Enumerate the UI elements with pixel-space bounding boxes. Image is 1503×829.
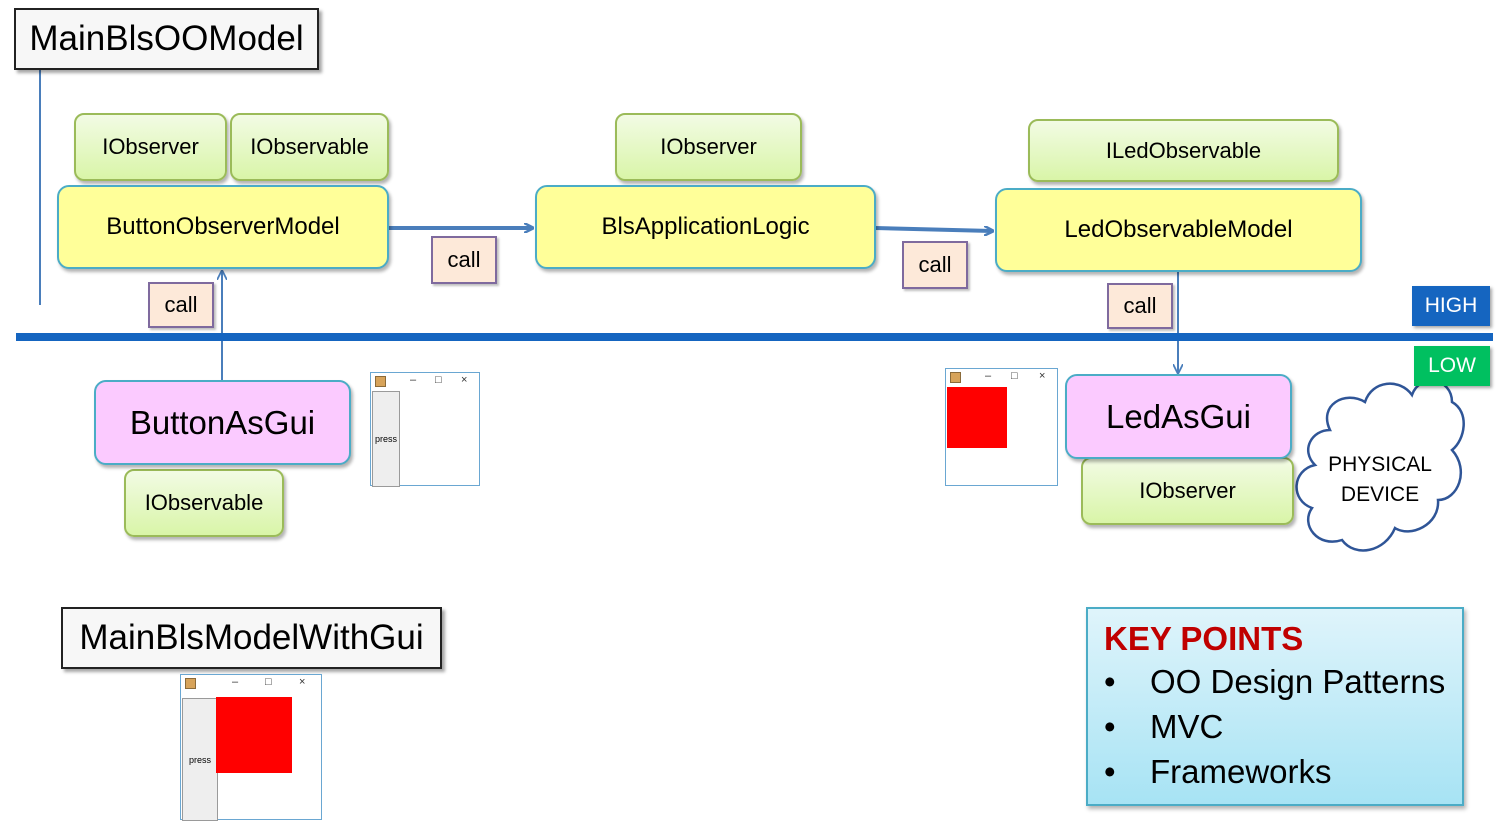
main-oo-model-title: MainBlsOOModel bbox=[14, 8, 319, 70]
gui-led-iobserver-interface: IObserver bbox=[1081, 457, 1294, 525]
java-icon bbox=[375, 376, 386, 387]
key-point-text: MVC bbox=[1150, 708, 1224, 745]
led-iledobservable-interface: ILedObservable bbox=[1028, 119, 1339, 182]
physical-device-line-2: DEVICE bbox=[1340, 483, 1420, 506]
button-iobservable-interface: IObservable bbox=[230, 113, 389, 181]
led-gui-window: – □ × bbox=[945, 368, 1058, 486]
button-gui-window: – □ × press bbox=[370, 372, 480, 487]
window-title-bar: – □ × bbox=[946, 369, 1057, 385]
low-level-badge: LOW bbox=[1414, 346, 1490, 386]
physical-device-line-1: PHYSICAL bbox=[1328, 453, 1432, 476]
minimize-icon[interactable]: – bbox=[985, 370, 992, 382]
minimize-icon[interactable]: – bbox=[410, 374, 417, 386]
led-indicator bbox=[947, 387, 1007, 448]
minimize-icon[interactable]: – bbox=[232, 676, 239, 688]
physical-device-cloud bbox=[1295, 379, 1465, 552]
high-level-badge: HIGH bbox=[1412, 286, 1490, 326]
logic-to-led-arrow bbox=[874, 228, 992, 231]
bullet-icon: • bbox=[1104, 708, 1116, 745]
key-points-panel: KEY POINTS • OO Design Patterns • MVC • … bbox=[1086, 607, 1464, 806]
logic-iobserver-interface: IObserver bbox=[615, 113, 802, 181]
call-label-led-gui: call bbox=[1107, 283, 1173, 329]
press-button[interactable]: press bbox=[182, 698, 218, 821]
key-point-text: OO Design Patterns bbox=[1150, 663, 1446, 700]
close-icon[interactable]: × bbox=[461, 374, 468, 386]
press-button[interactable]: press bbox=[372, 391, 400, 487]
close-icon[interactable]: × bbox=[299, 676, 306, 688]
call-label-button-gui: call bbox=[148, 282, 214, 328]
key-points-title: KEY POINTS bbox=[1104, 620, 1304, 657]
window-title-bar: – □ × bbox=[181, 675, 321, 691]
bullet-icon: • bbox=[1104, 753, 1116, 790]
key-point-item: • Frameworks bbox=[1104, 749, 1446, 794]
call-label-button-to-logic: call bbox=[431, 236, 497, 284]
physical-device-label: PHYSICAL DEVICE bbox=[1320, 450, 1440, 510]
key-point-item: • MVC bbox=[1104, 704, 1446, 749]
bls-application-logic: BlsApplicationLogic bbox=[535, 185, 876, 269]
led-indicator bbox=[216, 697, 292, 773]
key-point-item: • OO Design Patterns bbox=[1104, 659, 1446, 704]
button-observer-model: ButtonObserverModel bbox=[57, 185, 389, 269]
main-with-gui-title: MainBlsModelWithGui bbox=[61, 607, 442, 669]
gui-button-iobservable-interface: IObservable bbox=[124, 469, 284, 537]
java-icon bbox=[950, 372, 961, 383]
led-as-gui: LedAsGui bbox=[1065, 374, 1292, 459]
button-as-gui: ButtonAsGui bbox=[94, 380, 351, 465]
button-iobserver-interface: IObserver bbox=[74, 113, 227, 181]
maximize-icon[interactable]: □ bbox=[435, 374, 442, 386]
key-point-text: Frameworks bbox=[1150, 753, 1332, 790]
window-title-bar: – □ × bbox=[371, 373, 479, 389]
bullet-icon: • bbox=[1104, 663, 1116, 700]
combined-gui-window: – □ × press bbox=[180, 674, 322, 821]
java-icon bbox=[185, 678, 196, 689]
led-observable-model: LedObservableModel bbox=[995, 188, 1362, 272]
close-icon[interactable]: × bbox=[1039, 370, 1046, 382]
maximize-icon[interactable]: □ bbox=[265, 676, 272, 688]
maximize-icon[interactable]: □ bbox=[1011, 370, 1018, 382]
call-label-logic-to-led: call bbox=[902, 241, 968, 289]
